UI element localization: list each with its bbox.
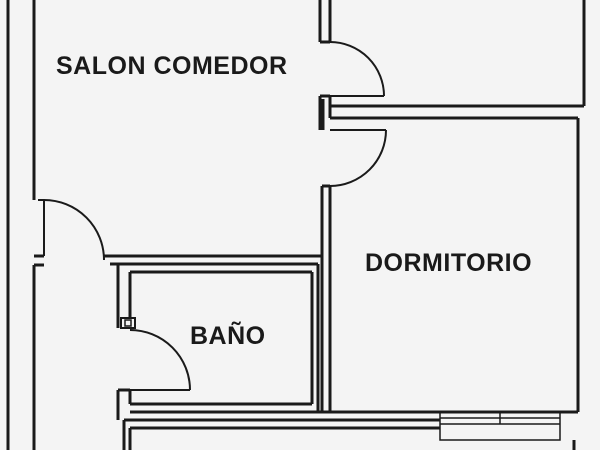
room-label-bano: BAÑO bbox=[190, 322, 266, 350]
room-label-salon-comedor: SALON COMEDOR bbox=[56, 52, 288, 80]
bano-walls bbox=[116, 264, 320, 420]
door-dormitorio bbox=[329, 129, 387, 187]
dormitorio-top-wall bbox=[330, 104, 584, 120]
dormitorio-left-wall bbox=[320, 184, 332, 412]
dormitorio-window bbox=[439, 411, 561, 441]
door-upper-room bbox=[329, 41, 385, 97]
upper-partition-wall bbox=[318, 0, 332, 130]
door-bano bbox=[129, 329, 191, 391]
salon-bottom-wall bbox=[34, 254, 322, 267]
room-label-dormitorio: DORMITORIO bbox=[365, 249, 533, 277]
lower-room-wall bbox=[122, 418, 576, 450]
outer-right-wall bbox=[576, 0, 586, 412]
door-entry bbox=[38, 199, 105, 261]
outer-left-wall bbox=[6, 0, 36, 450]
